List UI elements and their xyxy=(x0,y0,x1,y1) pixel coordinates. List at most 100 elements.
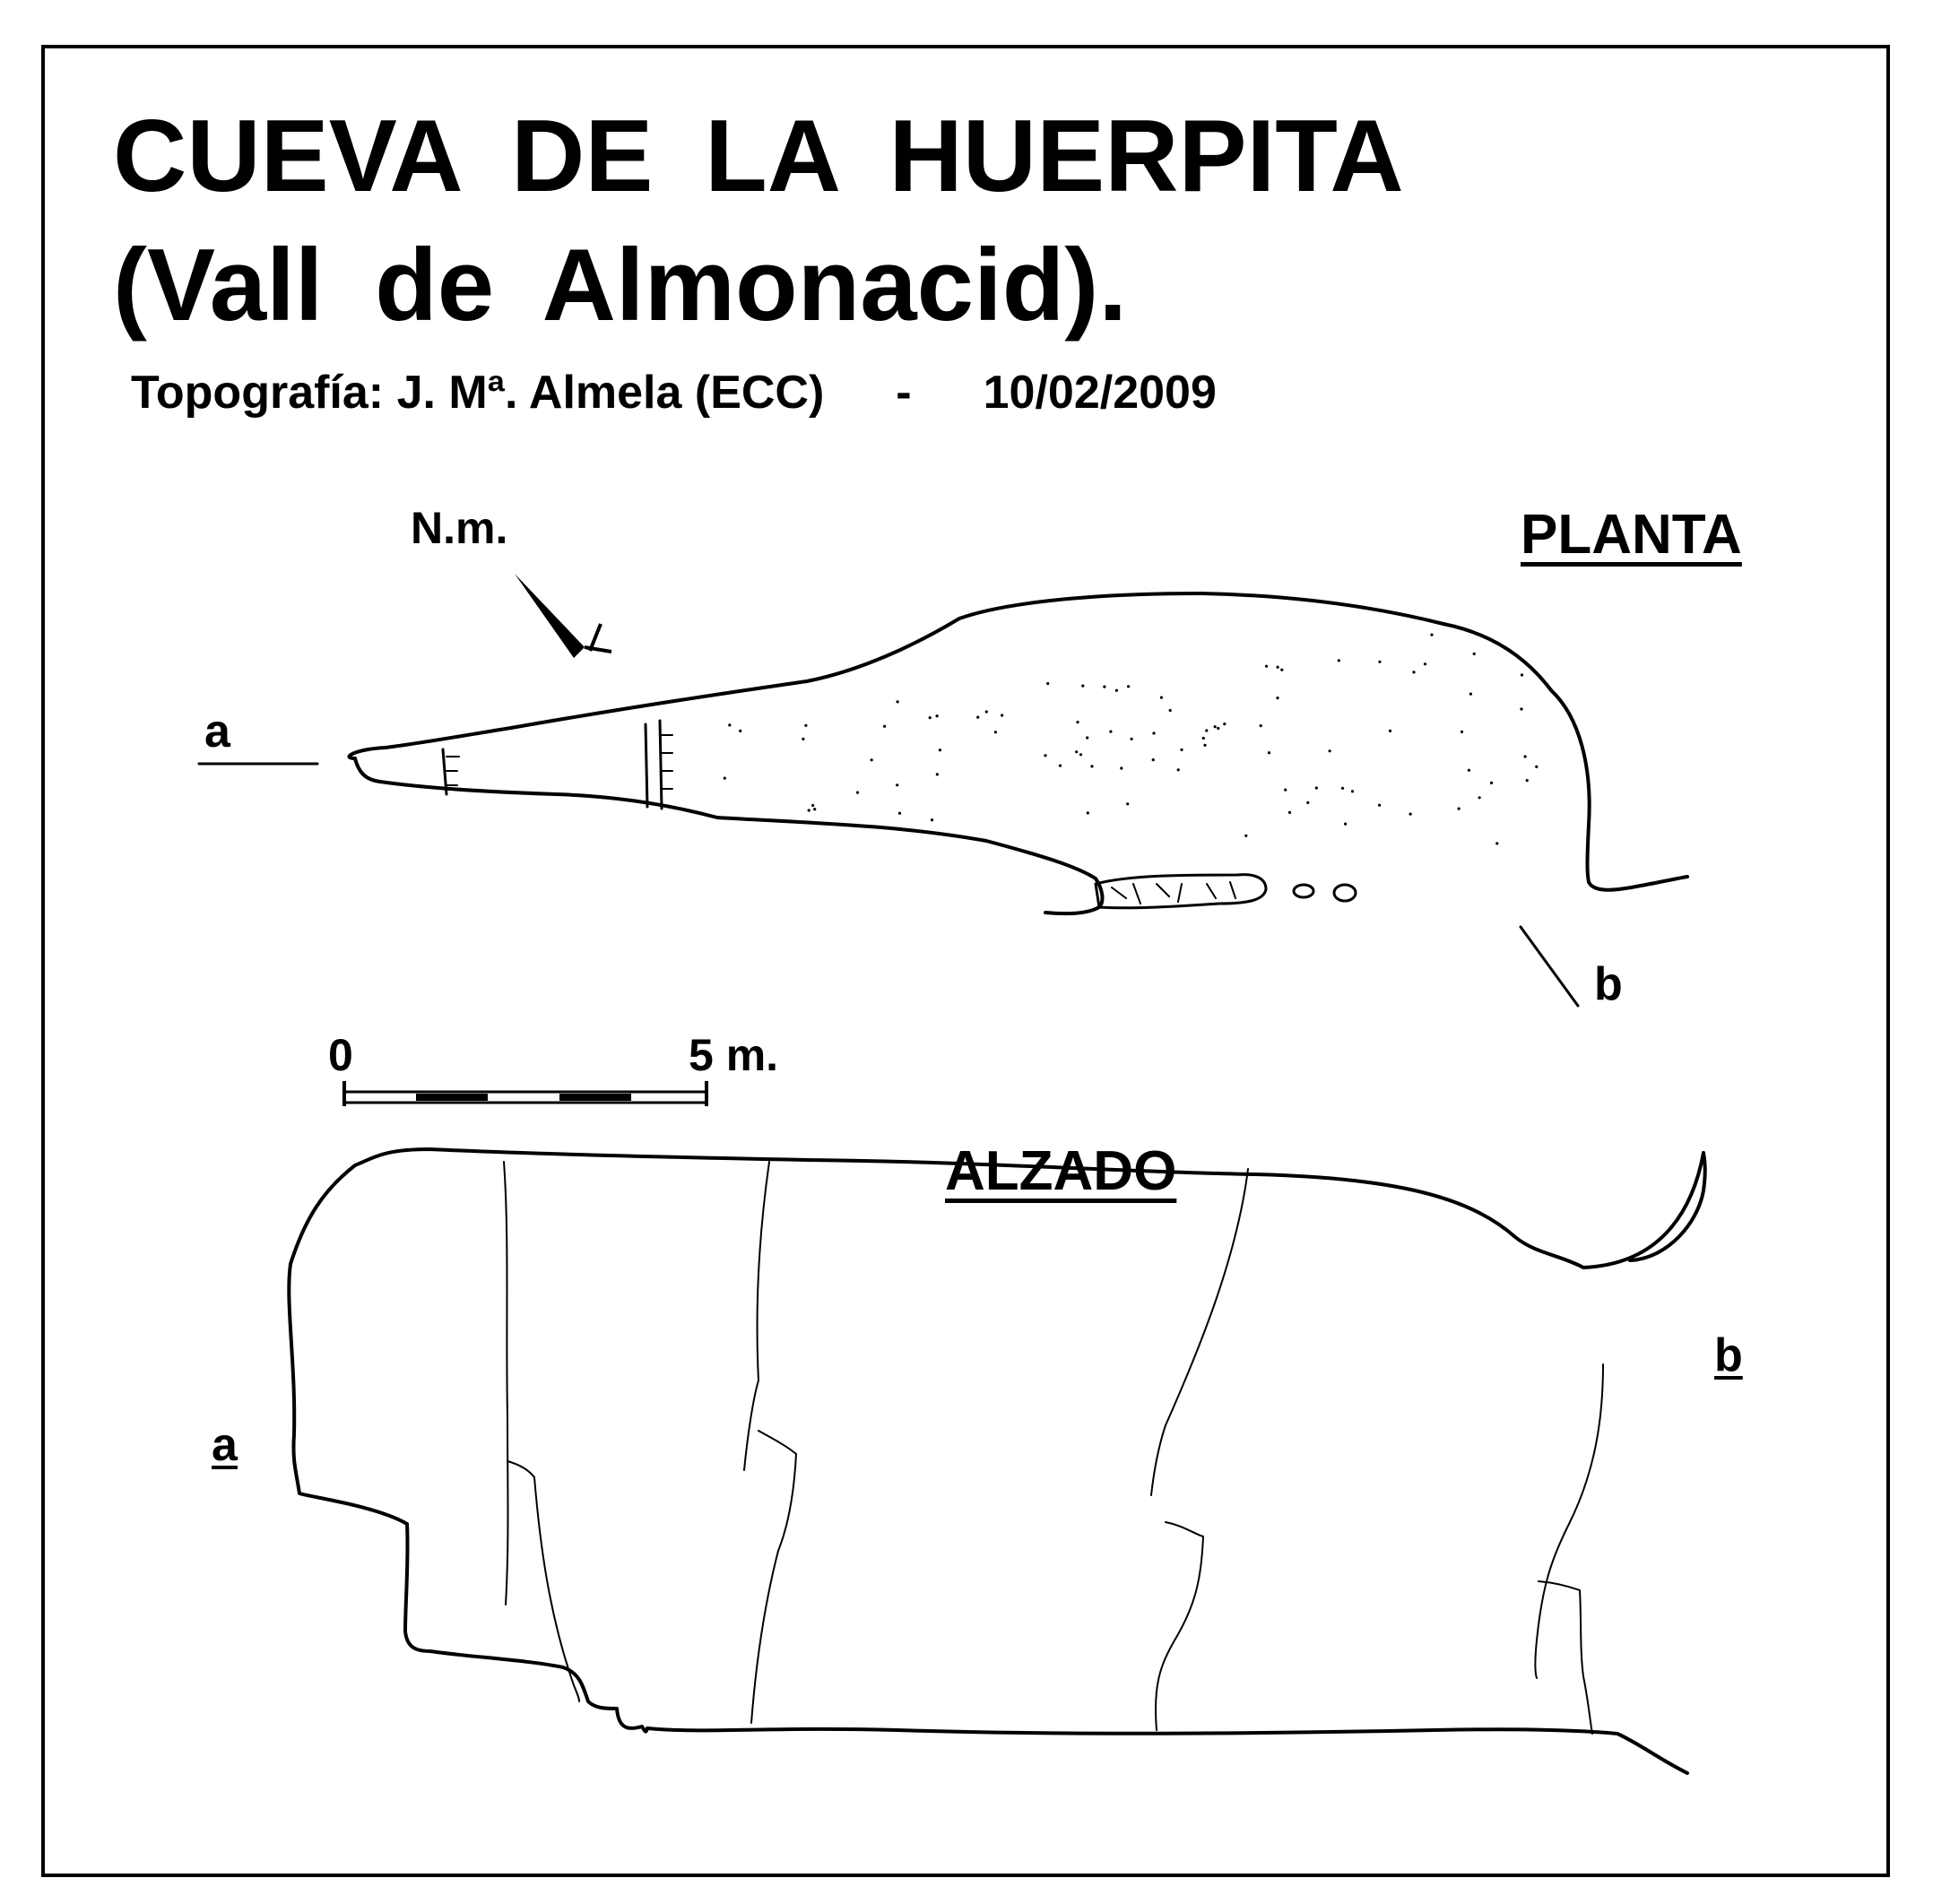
map-subtitle: (Vall de Almonacid). xyxy=(113,229,1127,342)
stipple-dot xyxy=(1127,685,1131,688)
stipple-dot xyxy=(1090,765,1094,768)
stipple-dot xyxy=(1520,707,1523,711)
stipple-dot xyxy=(1081,684,1085,688)
stipple-dot xyxy=(984,710,988,714)
stipple-dot xyxy=(1472,652,1476,656)
stipple-dot xyxy=(930,818,934,822)
stipple-dot xyxy=(1086,736,1089,740)
stipple-dot xyxy=(935,714,939,718)
plan-rock-2 xyxy=(1332,883,1357,903)
stipple-dot xyxy=(1423,662,1427,666)
stipple-dot xyxy=(1176,768,1180,772)
stipple-dot xyxy=(1284,788,1287,792)
stipple-dot xyxy=(1217,726,1220,731)
north-arrow-icon xyxy=(515,574,612,658)
stipple-dot xyxy=(1457,807,1461,810)
stipple-dot xyxy=(1535,765,1539,769)
stipple-dot xyxy=(1388,729,1392,733)
stipple-dot xyxy=(1489,781,1494,785)
plan-rock-1 xyxy=(1292,883,1315,899)
plan-outline-lower xyxy=(353,757,1105,916)
plan-blocks xyxy=(1094,873,1268,910)
stipple-dot xyxy=(935,773,939,776)
stipple-dot xyxy=(1412,671,1416,674)
stipple-dot xyxy=(1130,737,1133,740)
stipple-dot xyxy=(993,731,997,734)
stipple-dot xyxy=(938,749,941,752)
stipple-dot xyxy=(928,716,932,720)
elevation-joint-4 xyxy=(1534,1363,1604,1679)
survey-date: 10/02/2009 xyxy=(983,367,1217,419)
stipple-dot xyxy=(1525,779,1529,783)
stipple-dot xyxy=(1340,786,1345,790)
stipple-dot xyxy=(1201,736,1205,740)
stipple-dot xyxy=(1079,753,1083,757)
stipple-dot xyxy=(855,791,860,794)
stipple-dot xyxy=(807,809,810,812)
plan-step-2 xyxy=(644,723,649,809)
stipple-dot xyxy=(1152,731,1156,735)
stipple-dot xyxy=(1467,768,1470,772)
stipple-dot xyxy=(1469,692,1472,696)
elevation-view xyxy=(287,1147,1707,1775)
stipple-dot xyxy=(1151,758,1155,762)
elevation-joint-2 xyxy=(743,1161,770,1471)
plan-view xyxy=(197,592,1689,1008)
stipple-dot xyxy=(1378,660,1382,663)
elevation-section-start-label: a xyxy=(212,1419,238,1471)
plan-heading: PLANTA xyxy=(1521,504,1742,566)
stipple-dot xyxy=(1058,764,1062,767)
stipple-dot xyxy=(1114,688,1118,692)
stipple-dot xyxy=(1259,724,1262,728)
plan-step-1 xyxy=(441,748,448,796)
stipple-dot xyxy=(1168,708,1172,713)
plan-floor-stipple xyxy=(723,633,1539,845)
stipple-dot xyxy=(1495,842,1499,845)
elevation-ceiling xyxy=(287,1147,1707,1734)
stipple-dot xyxy=(1076,721,1079,724)
stipple-dot xyxy=(1086,811,1089,815)
plan-section-end-label: b xyxy=(1594,958,1623,1010)
stipple-dot xyxy=(1276,697,1279,700)
stipple-dot xyxy=(1126,802,1130,806)
stipple-dot xyxy=(897,811,902,815)
stipple-dot xyxy=(802,737,805,741)
stipple-dot xyxy=(1223,723,1227,726)
stipple-dot xyxy=(1314,786,1318,790)
survey-author: Topografía: J. Mª. Almela (ECC) xyxy=(131,367,825,419)
stipple-dot xyxy=(1430,633,1434,636)
stipple-dot xyxy=(1046,681,1050,686)
stipple-dot xyxy=(1044,754,1047,757)
stipple-dot xyxy=(1409,812,1412,816)
north-label: N.m. xyxy=(411,503,508,553)
stipple-dot xyxy=(1287,810,1292,815)
stipple-dot xyxy=(1203,743,1207,747)
stipple-dot xyxy=(976,715,980,719)
stipple-dot xyxy=(1523,755,1527,758)
stipple-dot xyxy=(1344,822,1348,826)
stipple-dot xyxy=(1213,725,1217,729)
credits-separator: - xyxy=(896,367,912,419)
stipple-dot xyxy=(723,776,726,780)
stipple-dot xyxy=(1180,748,1183,752)
stipple-dot xyxy=(1280,668,1284,671)
stipple-dot xyxy=(1159,696,1163,699)
elevation-joint-1 xyxy=(503,1161,509,1605)
map-title: CUEVA DE LA HUERPITA xyxy=(113,100,1404,213)
plan-section-start-label: a xyxy=(204,705,230,757)
stipple-dot xyxy=(896,783,899,787)
survey-credits: Topografía: J. Mª. Almela (ECC) - 10/02/20… xyxy=(131,369,1217,416)
stipple-dot xyxy=(728,723,732,727)
stipple-dot xyxy=(739,729,742,733)
elevation-section-end-label: b xyxy=(1714,1329,1743,1381)
stipple-dot xyxy=(1001,714,1004,717)
stipple-dot xyxy=(870,758,873,762)
scale-start-label: 0 xyxy=(328,1030,353,1080)
stipple-dot xyxy=(1378,803,1382,807)
stipple-dot xyxy=(1205,729,1209,732)
stipple-dot xyxy=(1328,749,1331,753)
stipple-dot xyxy=(813,808,817,811)
stipple-dot xyxy=(1306,801,1310,805)
stipple-dot xyxy=(1120,766,1123,770)
